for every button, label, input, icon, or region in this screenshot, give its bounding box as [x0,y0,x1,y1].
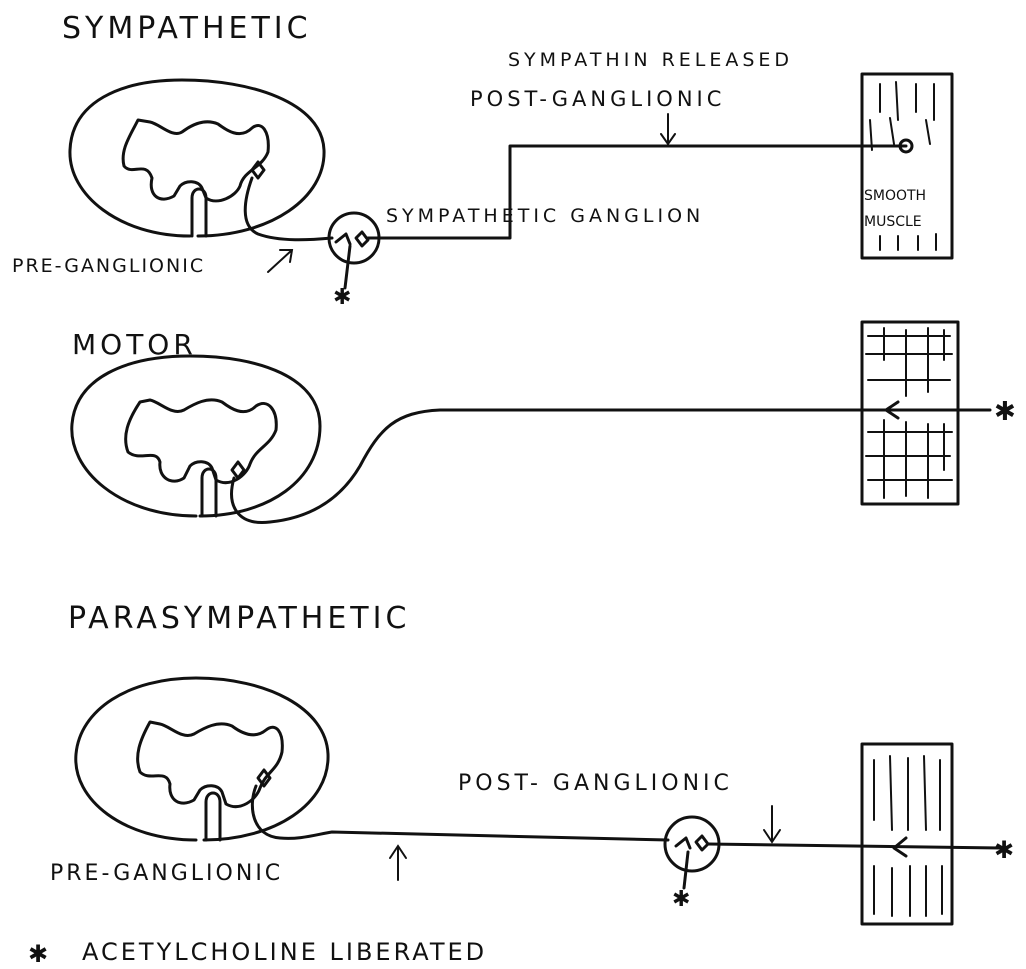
parasympathetic-section: PARASYMPATHETIC ✱ ✱ POST- GANGLIONIC PRE… [50,601,1014,924]
legend: ✱ ACETYLCHOLINE LIBERATED [28,938,487,968]
sympathetic-heading: SYMPATHETIC [62,11,312,46]
sympathetic-ganglion-neuron [336,232,368,246]
sympathetic-post-ganglionic-label: POST-GANGLIONIC [470,87,725,111]
sympathetic-pre-arrow [268,250,292,272]
smooth-muscle-label-2: MUSCLE [864,214,922,230]
sympathetic-spinal-cord-outline [70,80,324,236]
parasympathetic-ganglion-neuron [676,836,708,850]
parasympathetic-pre-ganglionic-label: PRE-GANGLIONIC [50,861,283,886]
parasympathetic-ganglion-ach-star: ✱ [672,887,690,912]
sympathetic-ganglion-label: SYMPATHETIC GANGLION [386,205,704,227]
sympathetic-ganglion-ach-star: ✱ [333,285,351,310]
motor-section: MOTOR ✱ [72,322,1016,523]
legend-star-icon: ✱ [28,940,48,968]
sympathetic-post-arrow [661,114,675,144]
sympathetic-neuron-body [252,162,264,178]
sympathetic-smooth-muscle-box [862,74,952,258]
parasympathetic-smooth-muscle-fibers [874,756,942,916]
parasympathetic-post-arrow [764,806,780,842]
motor-gray-matter [126,400,277,483]
parasympathetic-postganglionic-fiber [708,844,1000,848]
sympathetic-pre-ganglionic-label: PRE-GANGLIONIC [12,255,205,277]
sympathetic-section: SYMPATHETIC ✱ SMOOTH MUSCLE SYMPATHIN RE… [12,11,952,310]
motor-fiber [232,410,990,523]
parasympathetic-heading: PARASYMPATHETIC [68,601,410,636]
parasympathetic-ventral-fissure [206,793,220,840]
sympathin-released-label: SYMPATHIN RELEASED [508,49,793,71]
motor-spinal-cord-outline [72,356,320,516]
motor-ach-star: ✱ [994,397,1016,427]
parasympathetic-ganglion-stalk [684,852,688,888]
parasympathetic-post-ganglionic-label: POST- GANGLIONIC [458,771,733,796]
parasympathetic-ach-star: ✱ [994,836,1014,864]
parasympathetic-spinal-cord-outline [76,678,328,840]
smooth-muscle-label-1: SMOOTH [864,188,926,204]
sympathetic-preganglionic-fiber [245,178,332,240]
parasympathetic-pre-arrow [390,846,406,880]
skeletal-muscle-striations [866,328,952,498]
legend-text: ACETYLCHOLINE LIBERATED [82,938,487,966]
sympathetic-ganglion-stalk [345,246,350,288]
